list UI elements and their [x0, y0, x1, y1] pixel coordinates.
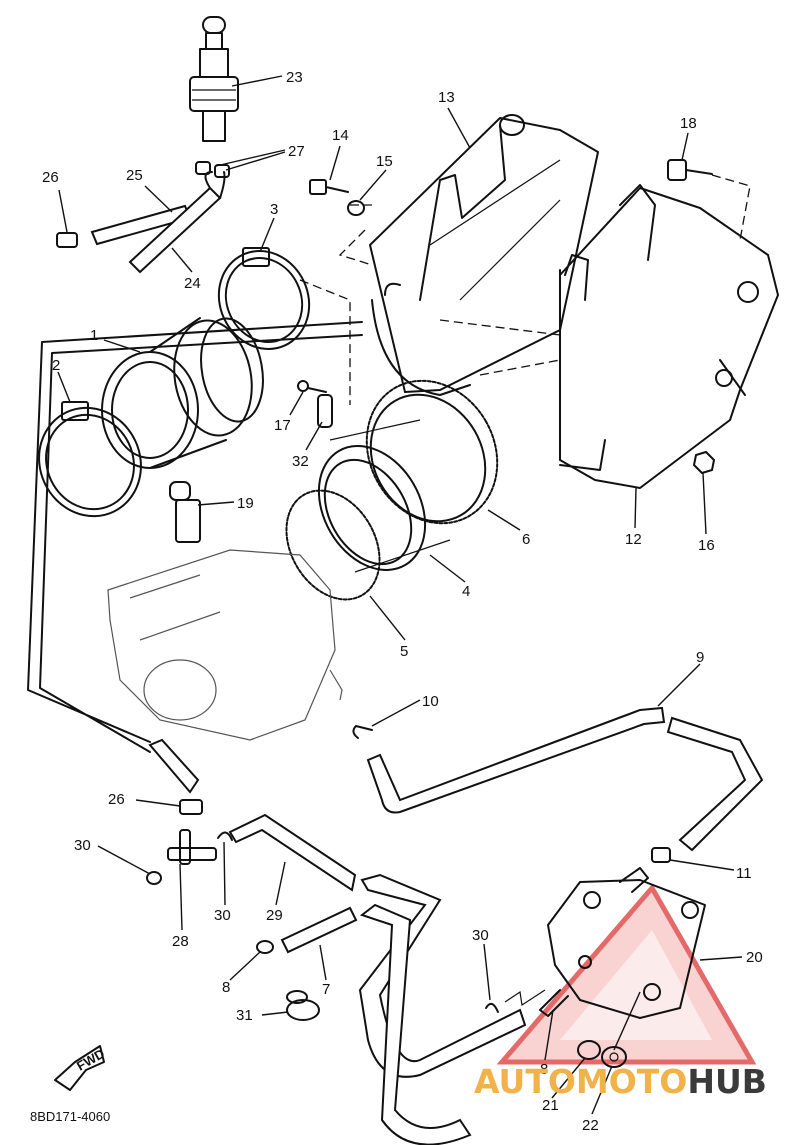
callout-11: 11 [736, 865, 752, 882]
fwd-label: FWD [74, 1046, 107, 1074]
hose-24-bend [204, 171, 226, 199]
callout-26-bottom: 26 [108, 791, 125, 808]
watermark-text: AUTOMOTOHUB [474, 1062, 767, 1101]
callout-8-left: 8 [222, 979, 230, 996]
hose-9-right [666, 716, 764, 852]
callout-24: 24 [184, 275, 201, 292]
hose-lower-left [148, 738, 200, 794]
callout-16: 16 [698, 537, 715, 554]
callout-7: 7 [322, 981, 330, 998]
air-cleaner-case-13 [369, 114, 599, 396]
fitting-27a [195, 161, 211, 175]
callout-18: 18 [680, 115, 697, 132]
fitting-27b [214, 164, 230, 178]
drain-plug-19 [169, 481, 201, 543]
callout-6: 6 [522, 531, 530, 548]
clip-10 [352, 725, 373, 739]
callout-8-right: 8 [540, 1061, 548, 1078]
washer-15 [347, 200, 365, 216]
callout-17: 17 [274, 417, 291, 434]
carburetor-joint-4 [317, 419, 451, 573]
callout-23: 23 [286, 69, 303, 86]
callout-30-right: 30 [472, 927, 489, 944]
callout-9: 9 [696, 649, 704, 666]
bolt-18 [667, 159, 713, 181]
callout-4: 4 [462, 583, 470, 600]
callout-20: 20 [746, 949, 763, 966]
callout-30-middle: 30 [214, 907, 231, 924]
part-code-label: 8BD171-4060 [30, 1109, 110, 1124]
clip-11 [651, 847, 671, 863]
callout-19: 19 [237, 495, 254, 512]
clip-26-top [56, 232, 78, 248]
spark-plug-part [189, 16, 239, 142]
ref-line-14 [338, 204, 373, 266]
ref-line-17 [299, 279, 351, 405]
watermark-logo [496, 883, 757, 1065]
callout-29: 29 [266, 907, 283, 924]
fuel-pump-20 [539, 867, 706, 1019]
hose-long-bottom-2 [359, 903, 472, 1145]
air-cleaner-cover-12 [559, 184, 779, 489]
callout-3: 3 [270, 201, 278, 218]
hose-clamp-3 [217, 247, 311, 350]
callout-30-left: 30 [74, 837, 91, 854]
air-cleaner-joint-6 [365, 379, 499, 525]
nut-21 [577, 1040, 601, 1060]
callout-5: 5 [400, 643, 408, 660]
hose-7 [280, 906, 358, 954]
callout-22: 22 [582, 1117, 599, 1134]
callout-10: 10 [422, 693, 439, 710]
clip-30-left [146, 871, 162, 885]
callout-26-top: 26 [42, 169, 59, 186]
callout-2: 2 [52, 357, 60, 374]
intake-joint-1 [101, 317, 264, 469]
bracket-32 [317, 394, 333, 428]
callout-21: 21 [542, 1097, 559, 1114]
bolt-14 [309, 179, 349, 195]
ref-line-18 [711, 174, 751, 241]
hose-9 [366, 706, 666, 814]
hose-long-bottom [358, 873, 527, 1078]
clip-30-right [485, 1002, 499, 1013]
watermark-text-part2: HUB [687, 1062, 767, 1101]
callout-31: 31 [236, 1007, 253, 1024]
clip-30-middle [217, 831, 233, 841]
callout-25: 25 [126, 167, 143, 184]
hose-29 [228, 813, 357, 892]
callout-27: 27 [288, 143, 305, 160]
clip-31 [286, 990, 320, 1021]
joiner-line [504, 989, 546, 1007]
clip-26-bottom [179, 799, 203, 815]
watermark-text-part1: AUTOMOTO [474, 1062, 687, 1101]
callout-15: 15 [376, 153, 393, 170]
leader-lines [57, 75, 743, 1115]
callout-13: 13 [438, 89, 455, 106]
vent-tube-outline [27, 321, 363, 753]
fwd-arrow-icon: FWD [54, 1045, 107, 1091]
washer-22 [601, 1046, 627, 1068]
callout-28: 28 [172, 933, 189, 950]
callout-12: 12 [625, 531, 642, 548]
t-joint-28 [167, 829, 217, 865]
nut-16 [693, 451, 715, 474]
callout-32: 32 [292, 453, 309, 470]
callout-1: 1 [90, 327, 98, 344]
callout-14: 14 [332, 127, 349, 144]
hose-clamp-2 [38, 401, 142, 518]
callout-labels: 23 27 26 25 24 3 1 2 14 15 13 18 17 32 1… [42, 69, 763, 1134]
clip-8-left [256, 940, 274, 954]
ref-line-mid [439, 319, 561, 376]
engine-ghost-outline [107, 549, 343, 741]
gasket-5 [285, 489, 381, 601]
screw-17 [297, 380, 327, 393]
watermark-inner-triangle-icon [560, 930, 712, 1040]
